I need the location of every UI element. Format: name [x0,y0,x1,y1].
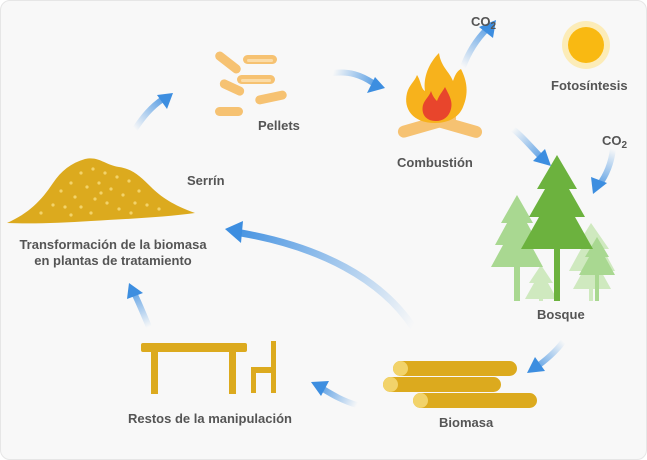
co2-combustion-text: CO [471,14,491,29]
label-biomasa: Biomasa [439,415,494,430]
forest-icon [491,155,615,301]
label-co2-forest: CO2 [602,133,627,151]
label-serrin: Serrín [187,173,225,188]
label-fotosintesis: Fotosíntesis [551,78,628,93]
furniture-icon [141,341,276,394]
label-pellets: Pellets [258,118,300,133]
label-restos: Restos de la manipulación [128,411,292,426]
co2-forest-text: CO [602,133,622,148]
logs-icon [383,361,537,408]
fire-icon [397,53,483,138]
sun-icon [562,21,610,69]
label-transformacion: Transformación de la biomasa en plantas … [9,237,217,269]
label-combustion: Combustión [397,155,473,170]
co2-forest-subscript: 2 [621,140,628,151]
label-transformacion-line1: Transformación de la biomasa [19,237,207,252]
label-transformacion-line2: en plantas de tratamiento [34,253,192,268]
cycle-arrows [127,20,616,408]
label-co2-combustion: CO2 [471,14,496,32]
label-bosque: Bosque [537,307,585,322]
sawdust-icon [7,158,195,224]
pellets-icon [215,51,287,116]
co2-combustion-subscript: 2 [490,21,497,32]
